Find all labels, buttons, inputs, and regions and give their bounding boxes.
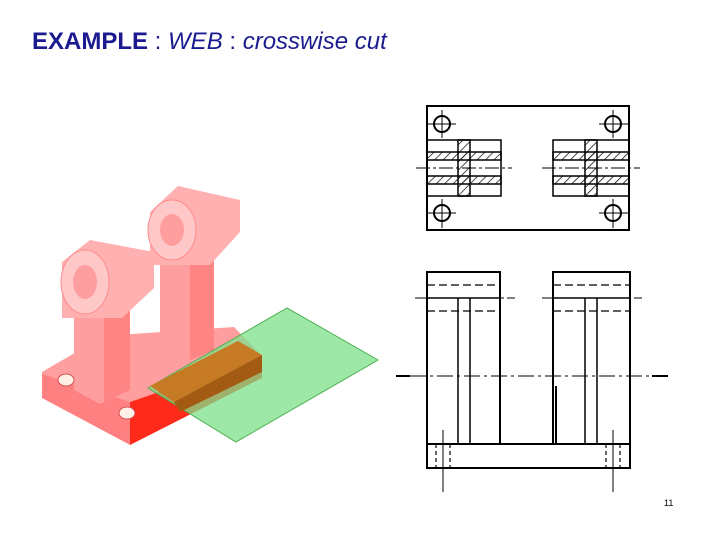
front-view bbox=[396, 271, 668, 492]
right-boss-section bbox=[542, 139, 640, 197]
title-web: WEB bbox=[168, 28, 223, 55]
cutting-plane bbox=[147, 307, 380, 443]
top-view bbox=[416, 105, 640, 231]
cut-section bbox=[150, 341, 262, 402]
title-separator: : bbox=[148, 28, 169, 55]
left-boss-section bbox=[416, 139, 512, 197]
base-hole-icon bbox=[118, 406, 136, 420]
base-hole-icon bbox=[57, 373, 75, 387]
left-upright-front bbox=[415, 271, 515, 445]
base-plate-front bbox=[42, 374, 130, 445]
hole-centerlines bbox=[428, 110, 628, 228]
cut-section-edge bbox=[174, 355, 262, 412]
isometric-part bbox=[42, 186, 380, 445]
base-hidden-holes bbox=[435, 430, 621, 492]
rear-upright bbox=[147, 186, 240, 362]
slide-title: EXAMPLE : WEB : crosswise cut bbox=[32, 28, 387, 56]
title-cut-type: crosswise cut bbox=[242, 28, 387, 55]
page-number: 11 bbox=[664, 498, 674, 508]
front-base bbox=[426, 443, 631, 469]
front-upright bbox=[60, 240, 154, 404]
title-keyword: EXAMPLE bbox=[32, 28, 149, 55]
title-separator-2: : bbox=[222, 28, 243, 55]
right-upright-front bbox=[542, 271, 642, 445]
